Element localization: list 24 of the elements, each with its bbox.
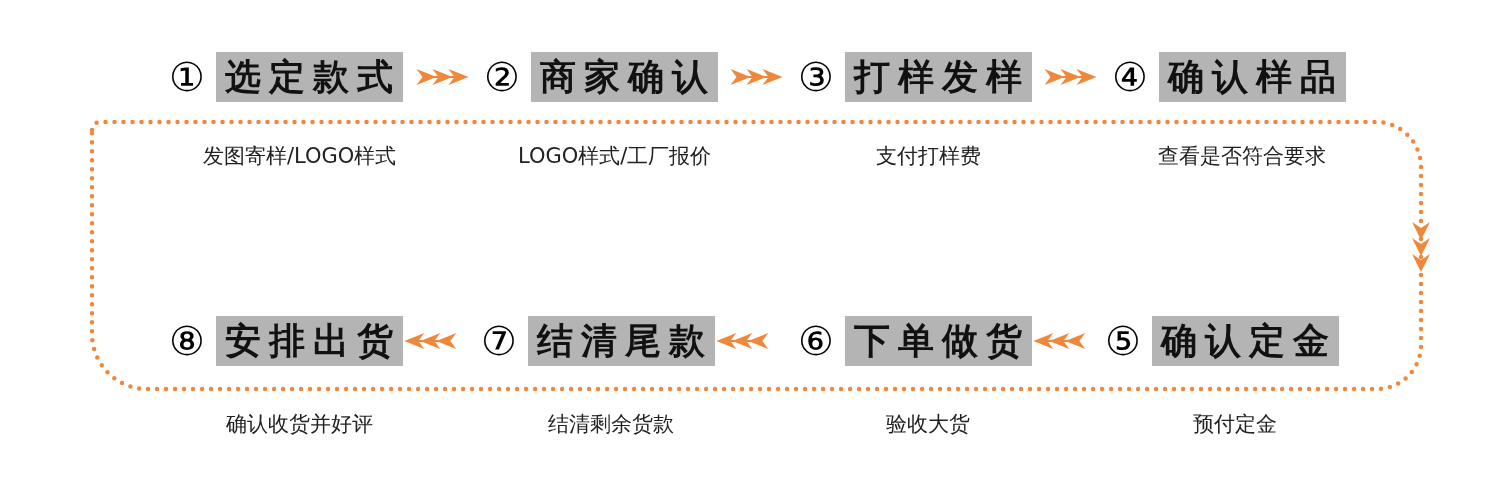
step-description: 确认收货并好评 <box>226 411 373 437</box>
step-description: 查看是否符合要求 <box>1158 143 1326 169</box>
step-number: ① <box>169 55 205 99</box>
step-title: 安排出货 <box>215 316 403 366</box>
step-title: 确认定金 <box>1151 316 1339 366</box>
step-title: 确认样品 <box>1158 52 1346 102</box>
step-number: ⑦ <box>481 319 517 363</box>
step-title: 选定款式 <box>215 52 403 102</box>
step-description: 验收大货 <box>886 411 970 437</box>
step-title: 打样发样 <box>844 52 1032 102</box>
step-description: 支付打样费 <box>876 143 981 169</box>
step-description: 发图寄样/LOGO样式 <box>203 143 397 169</box>
step-title: 结清尾款 <box>527 316 715 366</box>
step-number: ⑥ <box>798 319 834 363</box>
step-number: ⑤ <box>1105 319 1141 363</box>
step-description: 预付定金 <box>1193 411 1277 437</box>
step-description: LOGO样式/工厂报价 <box>518 143 712 169</box>
step-number: ⑧ <box>169 319 205 363</box>
step-description: 结清剩余货款 <box>548 411 674 437</box>
step-number: ④ <box>1112 55 1148 99</box>
step-title: 商家确认 <box>530 52 718 102</box>
step-number: ② <box>484 55 520 99</box>
step-title: 下单做货 <box>844 316 1032 366</box>
step-number: ③ <box>798 55 834 99</box>
